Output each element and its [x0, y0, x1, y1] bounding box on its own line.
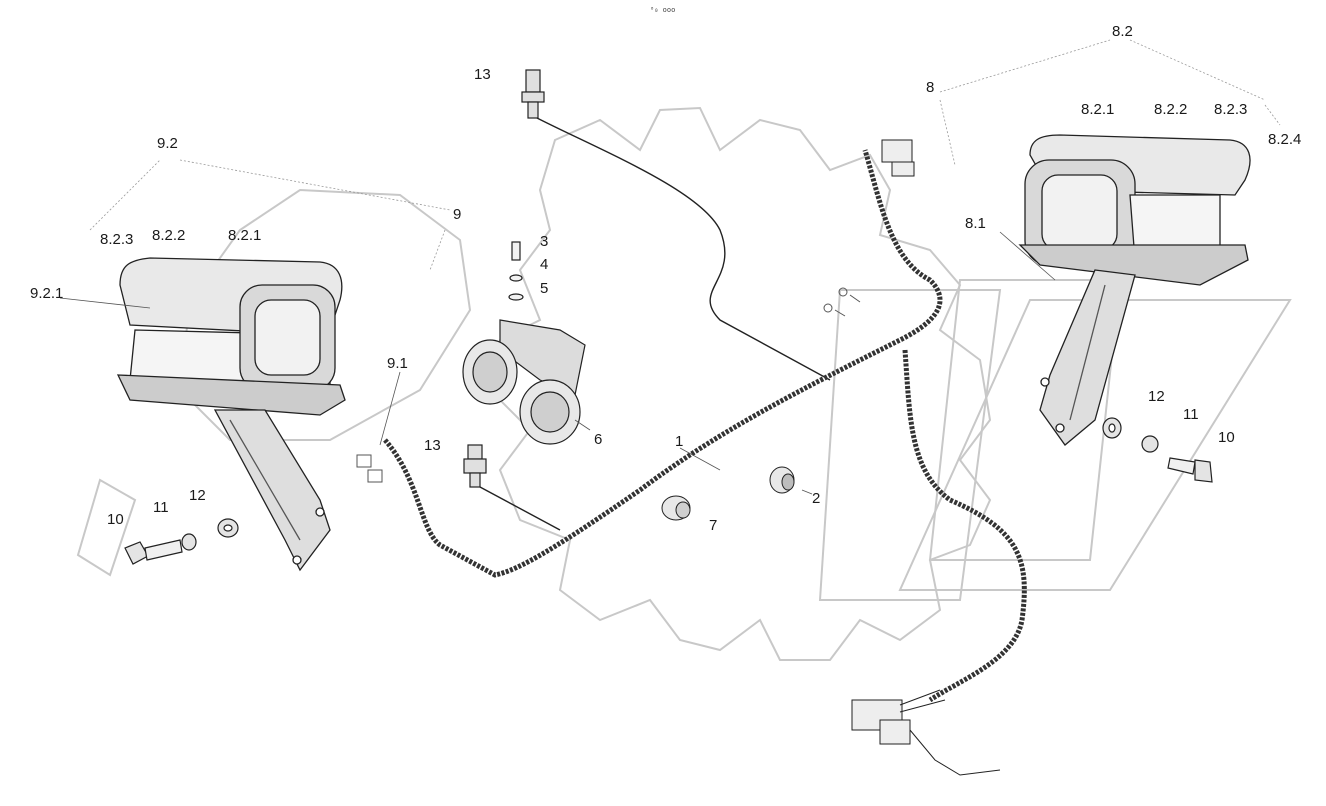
- callout-12-right: 12: [1148, 388, 1165, 405]
- harness-branch: [902, 349, 1027, 703]
- callout-13-mid: 13: [424, 437, 441, 454]
- ring-terminals: [356, 287, 861, 483]
- callout-1: 1: [675, 433, 684, 450]
- sensor-13-top: [521, 69, 545, 119]
- callout-10-right: 10: [1218, 429, 1235, 446]
- cable-thin: [536, 117, 831, 381]
- callout-8-2: 8.2: [1112, 23, 1133, 40]
- main-harness-1: [383, 149, 943, 578]
- callout-8-2-1-left: 8.2.1: [228, 227, 262, 244]
- callout-9-1: 9.1: [387, 355, 408, 372]
- callout-8-2-3-left: 8.2.3: [100, 231, 134, 248]
- callout-13-top: 13: [474, 66, 491, 83]
- callout-10-left: 10: [107, 511, 124, 528]
- callout-12-left: 12: [189, 487, 206, 504]
- fasteners-right: [1102, 417, 1213, 483]
- callout-11-left: 11: [153, 499, 169, 516]
- nut-11-left: [181, 533, 197, 551]
- callout-8-1: 8.1: [965, 215, 986, 232]
- callout-9-2-1: 9.2.1: [30, 285, 64, 302]
- grommet-7: [661, 495, 691, 521]
- callout-7: 7: [709, 517, 718, 534]
- callout-8: 8: [926, 79, 935, 96]
- fasteners-left: [124, 518, 239, 565]
- callout-8-2-4: 8.2.4: [1268, 131, 1302, 148]
- callout-6: 6: [594, 431, 603, 448]
- grommet-2: [769, 466, 795, 494]
- callout-8-2-1-right: 8.2.1: [1081, 101, 1115, 118]
- washer-4: [509, 274, 523, 282]
- lamp-right: [1018, 134, 1251, 446]
- bolt-10-right: [1194, 459, 1213, 483]
- lamp-left: [116, 257, 346, 572]
- washer-5: [508, 293, 524, 301]
- callout-9: 9: [453, 206, 462, 223]
- callout-4: 4: [540, 256, 549, 273]
- connector-bottom: [851, 689, 1001, 776]
- nut-11-right: [1141, 435, 1159, 453]
- callout-9-2: 9.2: [157, 135, 178, 152]
- connector-top: [881, 139, 915, 177]
- callout-8-2-2-left: 8.2.2: [152, 227, 186, 244]
- horn-assembly: [462, 241, 586, 445]
- leader-lines: [89, 39, 1281, 271]
- callout-8-2-3-right: 8.2.3: [1214, 101, 1248, 118]
- callout-3: 3: [540, 233, 549, 250]
- header-caption: ⁰₀ ooo: [650, 6, 676, 14]
- bolt-3: [511, 241, 521, 261]
- callout-5: 5: [540, 280, 549, 297]
- pointer-lines: [59, 231, 1056, 495]
- bolt-10-left: [124, 541, 149, 565]
- callout-2: 2: [812, 490, 821, 507]
- sensor-13-mid: [463, 444, 487, 488]
- callout-11-right: 11: [1183, 406, 1199, 423]
- callout-8-2-2-right: 8.2.2: [1154, 101, 1188, 118]
